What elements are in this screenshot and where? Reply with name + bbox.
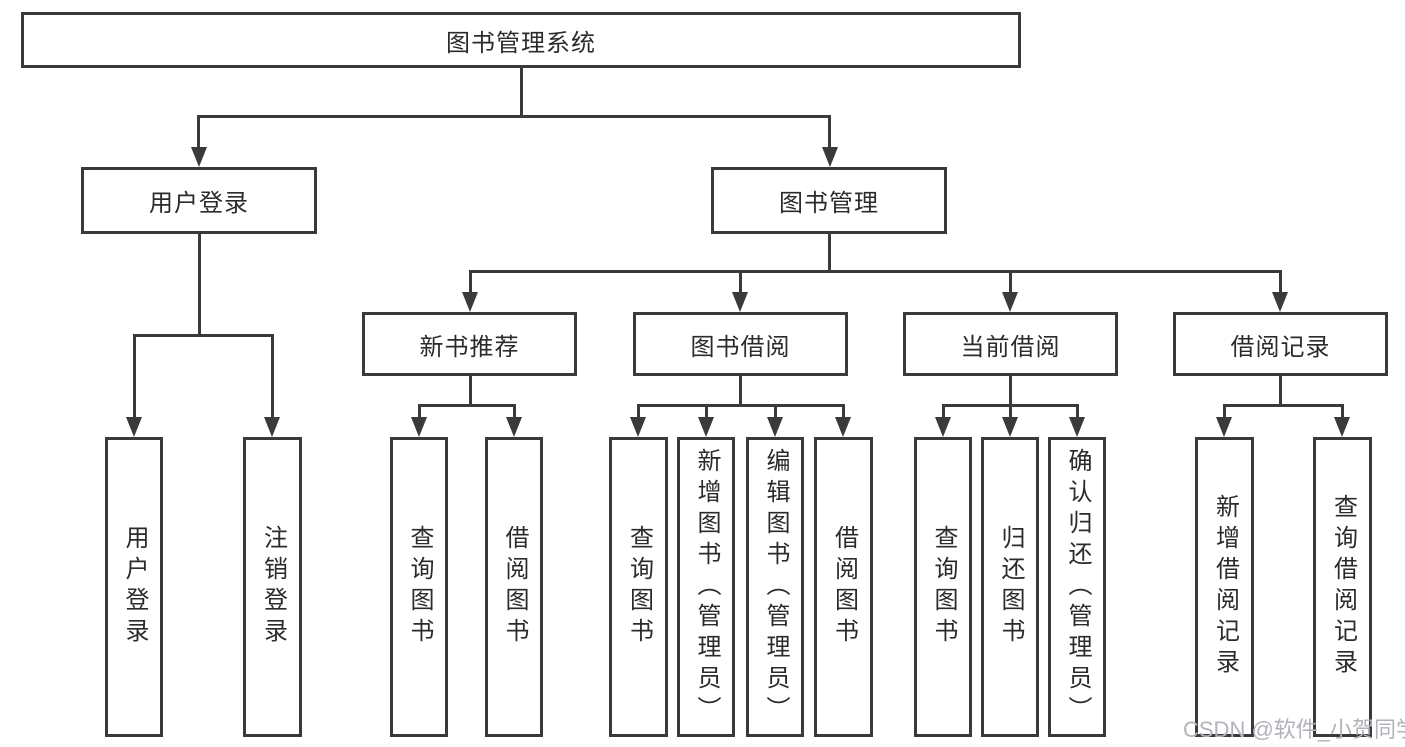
csdn-watermark: CSDN @软件_小贺同学 bbox=[1183, 717, 1405, 742]
arrowhead-br-query bbox=[1334, 417, 1350, 437]
leaf-add-book-admin: 新增图书（管理员） bbox=[677, 437, 735, 737]
connector-drop-nb-borrow bbox=[513, 404, 516, 419]
leaf-logout: 注销登录 bbox=[243, 437, 302, 737]
connector-new-book-horizontal bbox=[418, 404, 516, 407]
arrowhead-cb-confirm bbox=[1069, 417, 1085, 437]
leaf-query-book-current: 查询图书 bbox=[914, 437, 972, 737]
connector-drop-logout bbox=[271, 334, 274, 420]
connector-drop-new-book bbox=[469, 270, 472, 295]
connector-user-login-stem bbox=[198, 234, 201, 337]
connector-drop-br-query bbox=[1341, 404, 1344, 419]
connector-drop-bb-add bbox=[705, 404, 708, 419]
node-book-management: 图书管理 bbox=[711, 167, 947, 234]
arrowhead-bb-add bbox=[698, 417, 714, 437]
connector-borrow-record-stem bbox=[1279, 376, 1282, 407]
arrowhead-br-add bbox=[1216, 417, 1232, 437]
arrowhead-book-management bbox=[822, 147, 838, 167]
connector-book-borrow-stem bbox=[739, 376, 742, 407]
node-new-book-recommend: 新书推荐 bbox=[362, 312, 577, 376]
arrowhead-current-borrow bbox=[1002, 292, 1018, 312]
leaf-query-borrow-record: 查询借阅记录 bbox=[1313, 437, 1372, 737]
connector-level3-horizontal bbox=[469, 270, 1282, 273]
connector-drop-current-borrow bbox=[1009, 270, 1012, 295]
leaf-query-book-recommend: 查询图书 bbox=[390, 437, 448, 737]
leaf-return-book: 归还图书 bbox=[981, 437, 1039, 737]
arrowhead-cb-return bbox=[1002, 417, 1018, 437]
node-borrowing-records: 借阅记录 bbox=[1173, 312, 1388, 376]
arrowhead-new-book bbox=[462, 292, 478, 312]
arrowhead-borrow-record bbox=[1272, 292, 1288, 312]
arrowhead-nb-borrow bbox=[506, 417, 522, 437]
leaf-borrow-book: 借阅图书 bbox=[814, 437, 873, 737]
leaf-user-login: 用户登录 bbox=[105, 437, 163, 737]
leaf-edit-book-admin: 编辑图书（管理员） bbox=[746, 437, 804, 737]
connector-user-login-horizontal bbox=[133, 334, 274, 337]
connector-new-book-stem bbox=[469, 376, 472, 407]
node-current-borrowing: 当前借阅 bbox=[903, 312, 1118, 376]
arrowhead-cb-query bbox=[935, 417, 951, 437]
arrowhead-bb-edit bbox=[767, 417, 783, 437]
arrowhead-user-login bbox=[191, 147, 207, 167]
leaf-confirm-return-admin: 确认归还（管理员） bbox=[1048, 437, 1106, 737]
leaf-query-book-borrowing: 查询图书 bbox=[609, 437, 668, 737]
connector-current-borrow-stem bbox=[1009, 376, 1012, 407]
connector-borrow-record-horizontal bbox=[1223, 404, 1344, 407]
arrowhead-nb-query bbox=[411, 417, 427, 437]
arrowhead-bb-query bbox=[630, 417, 646, 437]
node-library-system: 图书管理系统 bbox=[21, 12, 1021, 68]
arrowhead-bb-borrow bbox=[835, 417, 851, 437]
arrowhead-logout bbox=[264, 417, 280, 437]
connector-level2-horizontal bbox=[197, 115, 831, 118]
connector-drop-borrow-record bbox=[1279, 270, 1282, 295]
node-user-login: 用户登录 bbox=[81, 167, 317, 234]
connector-root-trunk bbox=[520, 67, 523, 117]
connector-drop-login bbox=[133, 334, 136, 420]
connector-drop-bb-borrow bbox=[842, 404, 845, 419]
arrowhead-login bbox=[126, 417, 142, 437]
node-book-borrowing: 图书借阅 bbox=[633, 312, 848, 376]
leaf-add-borrow-record: 新增借阅记录 bbox=[1195, 437, 1254, 737]
connector-drop-bb-edit bbox=[774, 404, 777, 419]
connector-drop-cb-query bbox=[942, 404, 945, 419]
leaf-borrow-book-recommend: 借阅图书 bbox=[485, 437, 543, 737]
connector-drop-nb-query bbox=[418, 404, 421, 419]
connector-book-borrow-horizontal bbox=[637, 404, 845, 407]
connector-drop-book-management bbox=[828, 115, 831, 151]
connector-book-management-stem bbox=[828, 234, 831, 272]
connector-drop-cb-confirm bbox=[1076, 404, 1079, 419]
connector-drop-book-borrow bbox=[739, 270, 742, 295]
arrowhead-book-borrow bbox=[732, 292, 748, 312]
connector-drop-user-login bbox=[197, 115, 200, 151]
connector-drop-bb-query bbox=[637, 404, 640, 419]
connector-drop-cb-return bbox=[1009, 404, 1012, 419]
connector-drop-br-add bbox=[1223, 404, 1226, 419]
